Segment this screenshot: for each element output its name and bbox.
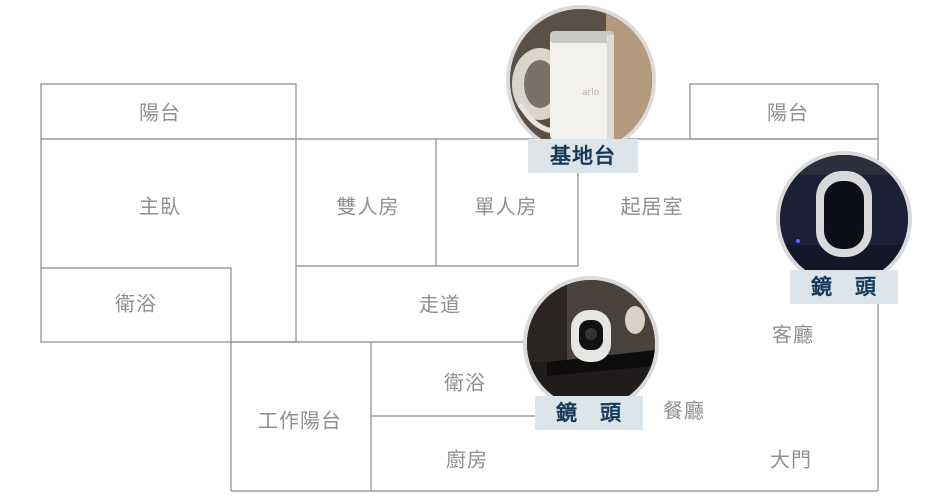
camera-right-image (780, 155, 908, 283)
wall-bathroom-left (41, 267, 232, 342)
room-study: 起居室 (620, 194, 684, 219)
camera-center-badge: 鏡 頭 (535, 396, 643, 430)
room-balcony-right: 陽台 (767, 100, 809, 125)
room-master-bedroom: 主臥 (139, 194, 181, 219)
camera-right-photo (776, 151, 912, 287)
room-balcony-left: 陽台 (139, 100, 181, 125)
room-corridor: 走道 (419, 292, 461, 317)
room-front-door: 大門 (770, 447, 812, 472)
camera-center-image (527, 280, 655, 408)
camera-right-badge: 鏡 頭 (790, 270, 898, 304)
room-dining-room: 餐廳 (663, 398, 705, 423)
arlo-logo-text: arlo (582, 88, 600, 98)
room-living-room: 客廳 (772, 322, 814, 347)
base-station-badge: 基地台 (528, 139, 638, 173)
room-work-balcony: 工作陽台 (258, 408, 342, 433)
wall-master-bedroom (40, 138, 297, 343)
room-bathroom-center: 衛浴 (444, 370, 486, 395)
wall-balcony-right (689, 83, 879, 140)
room-double-room: 雙人房 (336, 194, 400, 219)
room-bathroom-left: 衛浴 (115, 291, 157, 316)
base-station-photo: arlo (506, 5, 656, 155)
room-single-room: 單人房 (474, 194, 538, 219)
room-kitchen: 廚房 (446, 447, 488, 472)
camera-center-photo (523, 276, 659, 412)
base-station-image: arlo (510, 9, 652, 151)
